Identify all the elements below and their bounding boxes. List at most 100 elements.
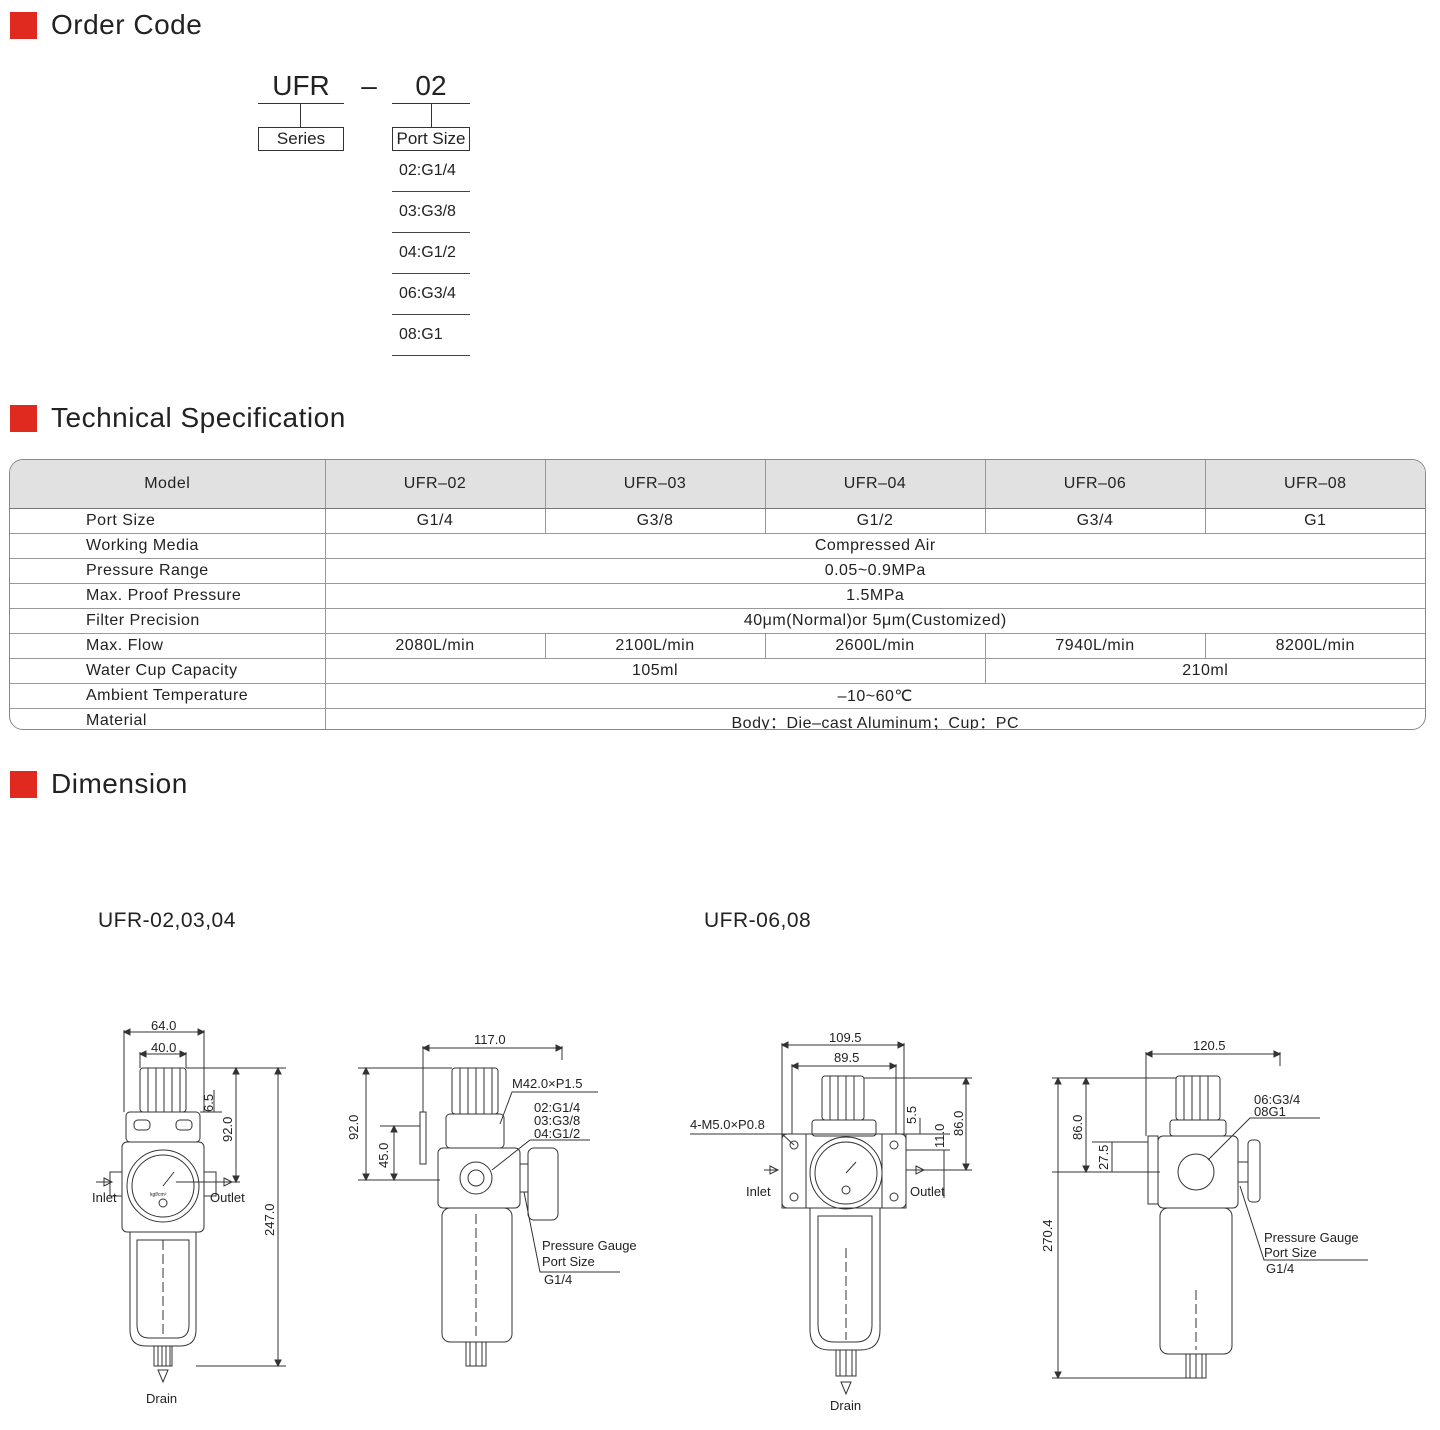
series-underline — [258, 103, 344, 104]
series-connector — [300, 104, 301, 127]
table-cell: G1/4 — [325, 508, 546, 534]
table-cell: 2080L/min — [325, 633, 546, 659]
spec-header-row: Model UFR–02 UFR–03 UFR–04 UFR–06 UFR–08 — [10, 460, 1425, 509]
dim-label: 117.0 — [474, 1032, 506, 1047]
table-cell: 210ml — [985, 658, 1425, 684]
section-title: Dimension — [51, 768, 188, 799]
header-ufr-08: UFR–08 — [1205, 460, 1425, 509]
header-model: Model — [10, 460, 326, 509]
dim-label: 92.0 — [220, 1117, 235, 1142]
gauge-unit-label: kgf/cm² — [150, 1192, 167, 1198]
header-ufr-03: UFR–03 — [545, 460, 766, 509]
inlet-label: Inlet — [746, 1184, 771, 1199]
section-title: Order Code — [51, 9, 203, 40]
port-option: 08:G1 — [392, 315, 470, 356]
drawing-front-small — [96, 1028, 286, 1384]
dim-label: 92.0 — [346, 1115, 361, 1140]
dim-label: 109.5 — [829, 1030, 862, 1045]
header-ufr-02: UFR–02 — [325, 460, 546, 509]
row-label: Filter Precision — [10, 608, 326, 634]
code-dash: – — [361, 70, 377, 101]
table-cell: –10~60℃ — [325, 683, 1425, 709]
table-cell: 2100L/min — [545, 633, 766, 659]
port-option: 04:G1/2 — [392, 233, 470, 274]
port-underline — [392, 103, 470, 104]
dim-label: 86.0 — [1070, 1115, 1085, 1140]
table-cell: G3/4 — [985, 508, 1206, 534]
port-label: 04:G1/2 — [534, 1126, 580, 1141]
port-label: 08G1 — [1254, 1104, 1286, 1119]
outlet-label: Outlet — [910, 1184, 945, 1199]
table-cell: 2600L/min — [765, 633, 986, 659]
table-cell: 40μm(Normal)or 5μm(Customized) — [325, 608, 1425, 634]
table-cell: 1.5MPa — [325, 583, 1425, 609]
table-row: Max. Flow 2080L/min 2100L/min 2600L/min … — [10, 633, 1425, 659]
port-label: 06:G3/4 — [1254, 1092, 1300, 1107]
gauge-label: Pressure Gauge — [542, 1238, 637, 1253]
table-row: Pressure Range 0.05~0.9MPa — [10, 558, 1425, 584]
drawing-front-large — [690, 1041, 972, 1396]
header-ufr-06: UFR–06 — [985, 460, 1206, 509]
table-cell: Compressed Air — [325, 533, 1425, 559]
drawing-side-small — [358, 1044, 620, 1367]
thread-label: M42.0×P1.5 — [512, 1076, 582, 1091]
table-cell: G1 — [1205, 508, 1425, 534]
port-label: 02:G1/4 — [534, 1100, 580, 1115]
port-option: 02:G1/4 — [392, 151, 470, 192]
gauge-label: Port Size — [542, 1254, 595, 1269]
header-ufr-04: UFR–04 — [765, 460, 986, 509]
gauge-label: Pressure Gauge — [1264, 1230, 1359, 1245]
row-label: Max. Proof Pressure — [10, 583, 326, 609]
dim-label: 86.0 — [951, 1111, 966, 1136]
table-cell: 105ml — [325, 658, 986, 684]
table-row: Filter Precision 40μm(Normal)or 5μm(Cust… — [10, 608, 1425, 634]
series-code: UFR — [272, 70, 330, 101]
outlet-label: Outlet — [210, 1190, 245, 1205]
table-cell: G1/2 — [765, 508, 986, 534]
row-label: Max. Flow — [10, 633, 326, 659]
table-row: Working Media Compressed Air — [10, 533, 1425, 559]
section-marker — [10, 404, 37, 432]
series-label: Series — [258, 127, 344, 151]
drawing-side-large — [1052, 1050, 1368, 1380]
table-cell: 0.05~0.9MPa — [325, 558, 1425, 584]
dim-label: 89.5 — [834, 1050, 859, 1065]
section-title: Technical Specification — [51, 402, 346, 433]
table-cell: 8200L/min — [1205, 633, 1425, 659]
gauge-label: Port Size — [1264, 1245, 1317, 1260]
dim-label: 120.5 — [1193, 1038, 1226, 1053]
port-option: 03:G3/8 — [392, 192, 470, 233]
table-row: Water Cup Capacity 105ml 210ml — [10, 658, 1425, 684]
section-header-dimension: Dimension — [10, 768, 188, 799]
table-cell: Body：Die–cast Aluminum；Cup：PC — [731, 715, 1019, 730]
dim-label: 270.4 — [1040, 1219, 1055, 1252]
inlet-label: Inlet — [92, 1190, 117, 1205]
dim-label: 40.0 — [151, 1040, 176, 1055]
port-size-label: Port Size — [392, 127, 470, 151]
dimension-group-small: UFR-02,03,04 — [98, 909, 236, 932]
port-code: 02 — [415, 70, 447, 101]
drain-label: Drain — [830, 1398, 861, 1413]
dimension-group-large: UFR-06,08 — [704, 909, 812, 932]
row-label: Water Cup Capacity — [10, 658, 326, 684]
port-connector — [431, 104, 432, 127]
section-marker — [10, 11, 37, 39]
section-header-order-code: Order Code — [10, 9, 203, 40]
dim-label: 247.0 — [262, 1203, 277, 1236]
table-row: Ambient Temperature –10~60℃ — [10, 683, 1425, 709]
dim-label: 27.5 — [1096, 1145, 1111, 1170]
dim-label: 45.0 — [376, 1143, 391, 1168]
row-label: Ambient Temperature — [10, 683, 326, 709]
row-label: Material — [10, 708, 326, 729]
drain-label: Drain — [146, 1391, 177, 1406]
dim-label: 6.5 — [201, 1094, 216, 1112]
table-cell: 7940L/min — [985, 633, 1206, 659]
dim-label: 5.5 — [904, 1106, 919, 1124]
table-row: Max. Proof Pressure 1.5MPa — [10, 583, 1425, 609]
dim-label: 64.0 — [151, 1018, 176, 1033]
port-label: 03:G3/8 — [534, 1113, 580, 1128]
row-label: Working Media — [10, 533, 326, 559]
spec-table: Model UFR–02 UFR–03 UFR–04 UFR–06 UFR–08… — [9, 459, 1426, 730]
table-row: Port Size G1/4 G3/8 G1/2 G3/4 G1 — [10, 508, 1425, 534]
